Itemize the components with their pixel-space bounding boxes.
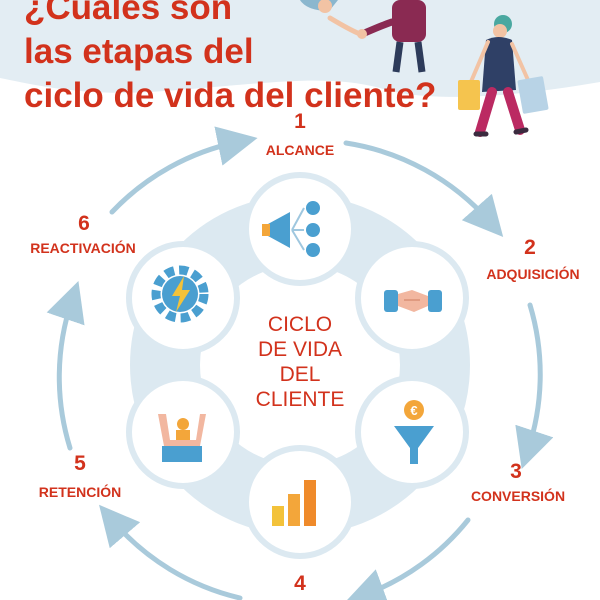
center-label-line-1: CICLO [267, 313, 333, 336]
stage-4-number: 4 [294, 572, 306, 595]
svg-text:€: € [410, 403, 417, 418]
euro-funnel-icon: € [394, 400, 434, 464]
arrow-1-to-2 [343, 140, 504, 238]
stage-2-name: ADQUISICIÓN [486, 266, 580, 282]
stage-node-4 [243, 445, 357, 559]
arrow-4-to-5 [99, 504, 243, 600]
stage-6-name: REACTIVACIÓN [30, 240, 136, 256]
people-illustration [300, 0, 549, 137]
arrow-3-to-4 [345, 517, 471, 600]
stage-3-name: CONVERSIÓN [470, 488, 566, 504]
handshake-icon [384, 290, 442, 312]
title-line-2: las etapas del [24, 32, 254, 71]
title-line-3: ciclo de vida del cliente? [24, 76, 437, 115]
gear-lightning-icon [151, 265, 209, 323]
arrow-2-to-3 [515, 302, 554, 469]
center-label-line-4: CLIENTE [255, 388, 345, 411]
cycle-arrows [46, 126, 554, 600]
stage-node-1 [243, 172, 357, 286]
center-label: CICLO DE VIDA DEL CLIENTE [228, 312, 372, 412]
arrow-5-to-6 [46, 281, 85, 451]
stage-6-number: 6 [78, 212, 90, 235]
stage-5-number: 5 [74, 452, 86, 475]
center-circle [222, 287, 378, 443]
stage-1-number: 1 [294, 110, 306, 133]
stage-node-6 [126, 241, 240, 355]
stage-node-5 [126, 375, 240, 489]
title-line-1: ¿Cuáles son [24, 0, 233, 27]
stage-1-name: ALCANCE [265, 142, 335, 158]
raised-hands-icon [158, 414, 206, 462]
center-label-line-3: DEL [279, 363, 321, 386]
stage-node-3: € [355, 375, 469, 489]
arrow-6-to-1 [109, 126, 258, 215]
page-title: ¿Cuáles son las etapas del ciclo de vida… [24, 0, 436, 118]
megaphone-icon [262, 201, 320, 257]
stage-3-number: 3 [510, 460, 522, 483]
center-label-line-2: DE VIDA [257, 338, 343, 361]
stage-2-number: 2 [524, 236, 536, 259]
stage-5-name: RETENCIÓN [38, 484, 122, 500]
stage-node-2 [355, 241, 469, 355]
bar-chart-icon [272, 480, 316, 526]
